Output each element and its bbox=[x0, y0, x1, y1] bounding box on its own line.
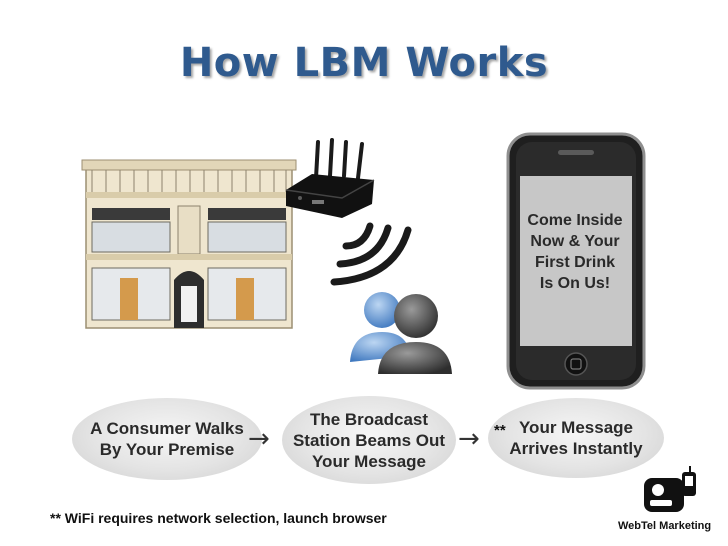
step-3-text: Your Message Arrives Instantly bbox=[509, 418, 643, 458]
phone-message: Come Inside Now & Your First Drink Is On… bbox=[527, 212, 623, 292]
step-2-text: The Broadcast Station Beams Out Your Mes… bbox=[292, 409, 446, 471]
webtel-logo-icon bbox=[644, 466, 696, 512]
step-2-oval: The Broadcast Station Beams Out Your Mes… bbox=[282, 396, 456, 484]
storefront-icon bbox=[81, 159, 297, 329]
arrow-icon: → bbox=[248, 424, 270, 454]
page-title: How LBM Works bbox=[179, 40, 549, 86]
step-3-oval: Your Message Arrives Instantly bbox=[488, 398, 664, 478]
footnote: ** WiFi requires network selection, laun… bbox=[50, 510, 387, 526]
arrow-icon: → bbox=[458, 424, 480, 454]
wifi-signal-icon bbox=[330, 222, 412, 286]
brand-name: WebTel Marketing bbox=[618, 520, 712, 532]
wifi-router-icon bbox=[285, 138, 375, 218]
smartphone-icon bbox=[506, 132, 646, 390]
footnote-marker: ** bbox=[494, 422, 506, 439]
users-icon bbox=[350, 292, 452, 374]
step-1-oval: A Consumer Walks By Your Premise bbox=[72, 398, 262, 480]
step-1-text: A Consumer Walks By Your Premise bbox=[90, 419, 244, 459]
